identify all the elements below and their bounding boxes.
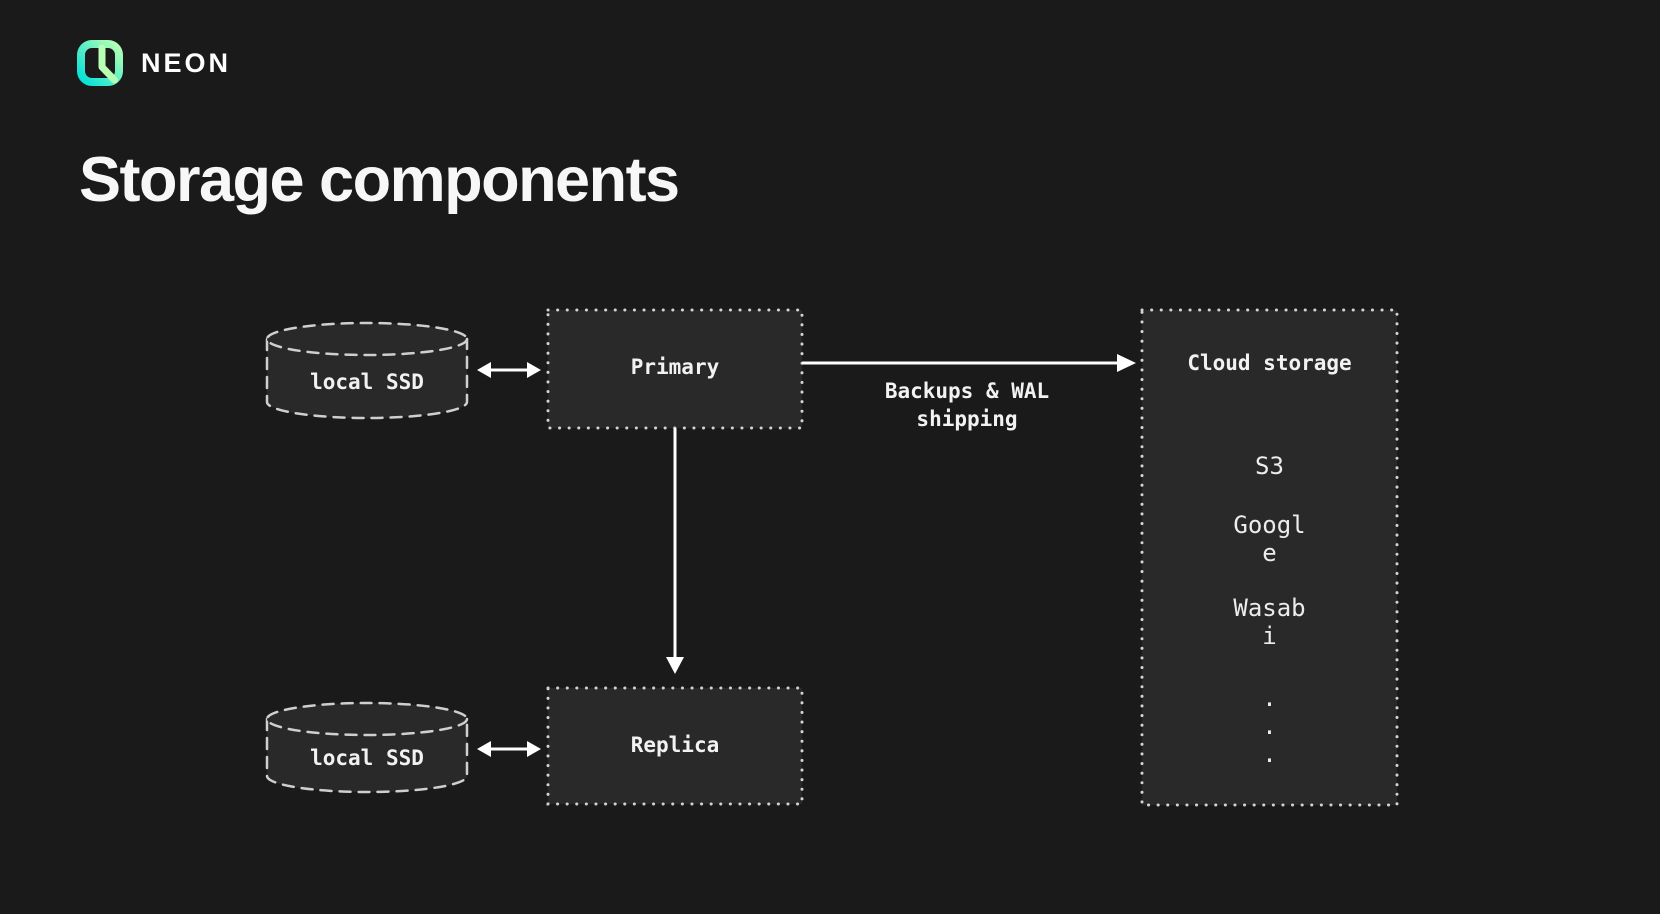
ssd-replica-arrow (477, 741, 541, 757)
local-ssd-label-bottom: local SSD (310, 746, 424, 770)
cloud-item-wasabi: Wasabi (1233, 594, 1306, 650)
cloud-item-google: Google (1233, 511, 1306, 567)
ssd-primary-arrow (477, 362, 541, 378)
primary-label: Primary (630, 355, 720, 379)
cloud-items-ellipsis: . . . (1262, 684, 1277, 768)
neon-wordmark: NEON (141, 48, 232, 78)
cloud-item-s3: S3 (1255, 452, 1284, 480)
neon-logo-icon (77, 40, 123, 86)
neon-logo: NEON (75, 38, 231, 88)
backup-wal-arrow (802, 354, 1136, 372)
cloud-storage-box (1140, 308, 1399, 807)
page-title: Storage components (79, 145, 680, 215)
local-ssd-cylinder-bottom (265, 701, 469, 794)
cloud-storage-label: Cloud storage (1187, 351, 1352, 375)
backups-wal-shipping-label: Backups & WAL shipping (884, 379, 1050, 431)
replica-label: Replica (630, 733, 720, 757)
local-ssd-cylinder-top (265, 321, 469, 420)
replication-arrow (666, 428, 684, 674)
replica-box (546, 686, 804, 806)
local-ssd-label-top: local SSD (310, 370, 424, 394)
